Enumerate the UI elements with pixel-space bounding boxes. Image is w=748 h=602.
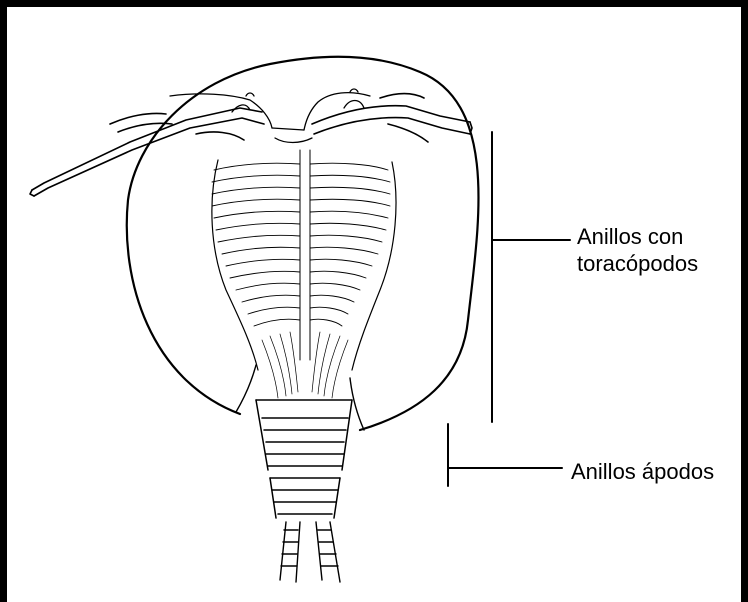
right-antenna xyxy=(312,94,472,143)
label-anillos-con-toracopodos-line2: toracópodos xyxy=(577,250,698,277)
carapace-outline xyxy=(127,57,479,430)
caudal-furca xyxy=(280,522,340,582)
bracket-thoracopods xyxy=(492,132,570,422)
label-anillos-apodos: Anillos ápodos xyxy=(571,458,714,485)
bracket-apodos xyxy=(448,424,562,486)
head-region xyxy=(170,89,370,143)
label-anillos-con-toracopodos: Anillos con toracópodos xyxy=(577,223,698,277)
thoracopod-rows xyxy=(212,163,390,326)
apodous-segments xyxy=(256,400,352,518)
abdomen-hatching xyxy=(262,332,348,398)
label-anillos-con-toracopodos-line1: Anillos con xyxy=(577,223,698,250)
left-antenna xyxy=(30,108,264,196)
thorax-outline xyxy=(212,150,396,370)
